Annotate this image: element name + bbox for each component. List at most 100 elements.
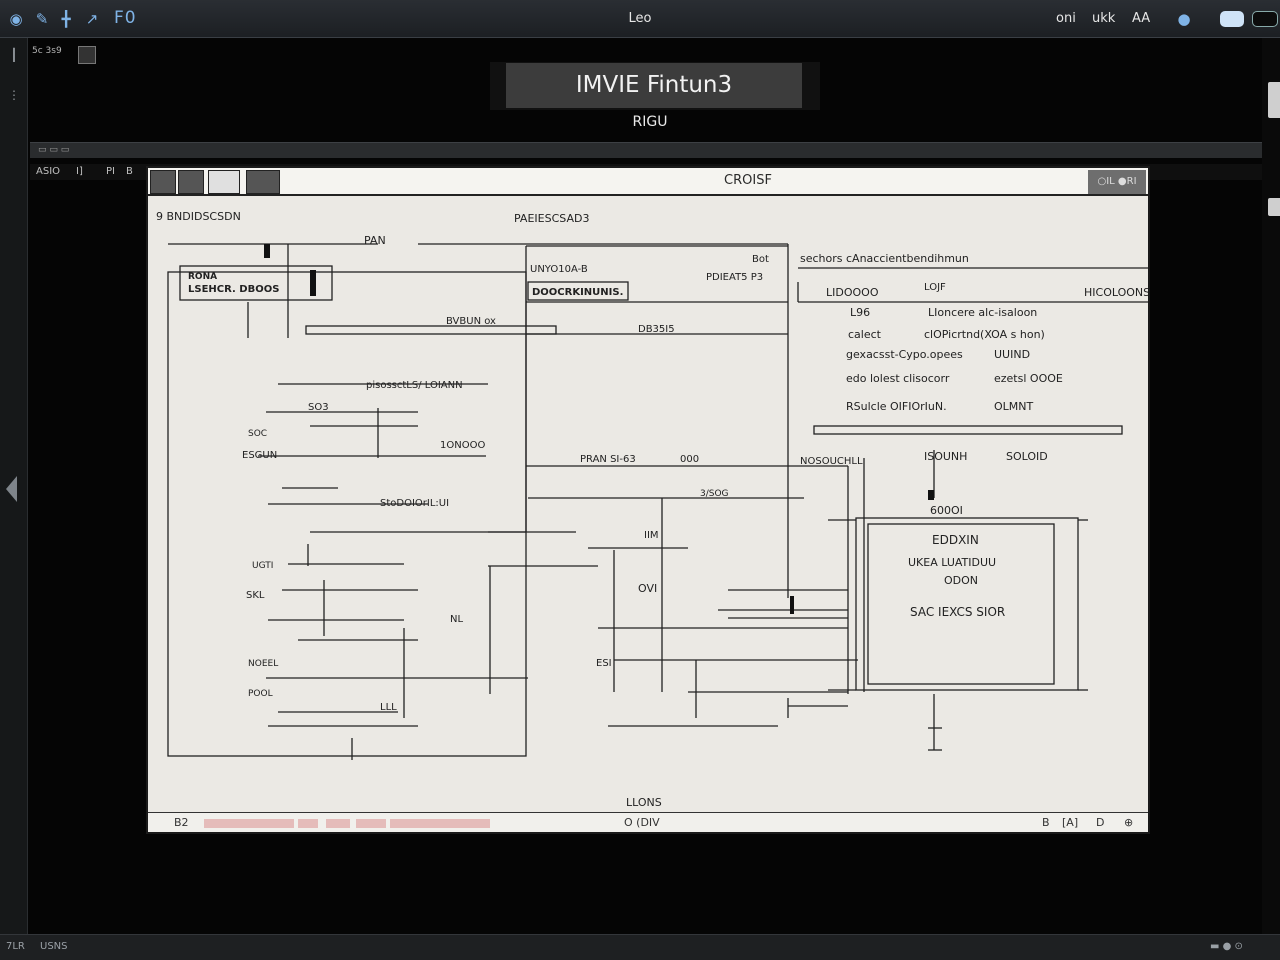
thumbnail-2[interactable] — [178, 170, 204, 194]
right-row-5-b: OLMNT — [994, 400, 1034, 413]
document-title: CROISF — [724, 173, 772, 188]
right-row-2-b: clOPicrtnd(XOA s hon) — [924, 328, 1045, 341]
status-bar: 7LR USNS ▬ ● ⊙ — [0, 934, 1280, 960]
toolbar-item-1[interactable]: I] — [76, 166, 83, 177]
diagram-right-label-7: IIM — [644, 530, 659, 541]
thumbnail-3[interactable] — [208, 170, 240, 194]
right-row-3-a: gexacsst-Cypo.opees — [846, 348, 963, 361]
page-strip-1[interactable] — [204, 819, 294, 828]
ladder-label-7: UGTI — [252, 561, 273, 571]
box-mid-label: DOOCRKINUNIS. — [532, 287, 623, 298]
right-row-4-a: edo lolest clisocorr — [846, 372, 950, 385]
doc-bottom-center[interactable]: O (DIV — [624, 816, 660, 829]
page-strip-2[interactable] — [298, 819, 318, 828]
right-tab-2[interactable] — [1268, 198, 1280, 216]
diagram-right-label-4: ISOUNH — [924, 450, 967, 463]
diagram-right-label-5: SOLOID — [1006, 450, 1048, 463]
box-left-line2: LSEHCR. DBOOS — [188, 284, 279, 295]
doc-bottom-right-3[interactable]: D — [1096, 816, 1105, 829]
right-row-2-a: calect — [848, 328, 882, 341]
collapse-left-icon[interactable] — [6, 476, 17, 502]
right-tab-1[interactable] — [1268, 82, 1280, 118]
doc-bottom-right-2[interactable]: [A] — [1062, 816, 1079, 829]
document-status-bar: B2 O (DIV B [A] D ⊕ — [148, 812, 1148, 832]
circuit-diagram: 9 BNDIDSCSDN PAEIESCSAD3 PAN RONA LSEHCR… — [156, 210, 1148, 809]
sidebar-tool-1-icon[interactable]: ┃ — [10, 48, 18, 62]
ladder-label-8: SKL — [246, 590, 265, 601]
field-box[interactable] — [78, 46, 96, 64]
pen-icon[interactable]: ✎ — [35, 10, 49, 28]
ruler-mark-icon: ▭ ▭ ▭ — [38, 145, 70, 155]
page-strip-3[interactable] — [326, 819, 350, 828]
right-row-4-b: ezetsl OOOE — [994, 372, 1063, 385]
right-col-2: LOJF — [924, 282, 946, 293]
diagram-label-top: PAN — [364, 234, 386, 247]
pin-icon[interactable]: ╋ — [61, 10, 71, 28]
user-icon[interactable]: ● — [1177, 10, 1191, 28]
right-menu-3[interactable]: AA — [1132, 11, 1151, 26]
big-box-line2: UKEA LUATIDUU — [908, 556, 996, 569]
status-icons: ▬ ● ⊙ — [1210, 941, 1243, 952]
mid-label-3: Bot — [752, 254, 769, 265]
toolbar-item-3[interactable]: B — [126, 166, 133, 177]
thumbnail-1[interactable] — [150, 170, 176, 194]
mid-label-1: UNYO10A-B — [530, 264, 588, 275]
bus-label-2: DB35I5 — [638, 324, 675, 335]
status-left: 7LR — [6, 941, 25, 952]
right-row-5-a: RSulcle OIFIOrIuN. — [846, 400, 947, 413]
ladder-label-3: 1ONOOO — [440, 440, 485, 451]
page-strip-5[interactable] — [390, 819, 490, 828]
right-table-title: sechors cAnaccientbendihmun — [800, 252, 969, 265]
zoom-in-icon[interactable]: ⊕ — [1124, 816, 1134, 829]
right-row-1-b: LIoncere alc-isaloon — [928, 306, 1037, 319]
app-logo-icon[interactable]: ◉ — [9, 10, 23, 28]
diagram-right-label-8: OVI — [638, 582, 657, 595]
doc-bottom-left[interactable]: B2 — [174, 816, 189, 829]
window-title: Leo — [628, 11, 652, 26]
right-menu-2[interactable]: ukk — [1092, 11, 1116, 26]
diagram-right-label-2: 000 — [680, 454, 699, 465]
right-col-3: HICOLOONS — [1084, 286, 1148, 299]
ladder-label-6: StoDOIOrIL:UI — [380, 498, 449, 509]
document-window: CROISF ○IL ●RI — [146, 166, 1150, 834]
box-left-line1: RONA — [188, 272, 217, 282]
ladder-label-4: ESGUN — [242, 450, 277, 461]
left-sidebar: ┃ ⋮ — [0, 38, 28, 934]
page-subtitle: RIGU — [632, 114, 668, 130]
ladder-label-10: NOEEL — [248, 659, 278, 669]
label-600: 600OI — [930, 504, 963, 517]
ladder-label-2: SO3 — [308, 402, 329, 413]
top-bar: ◉ ✎ ╋ ↗ F0 Leo oni ukk AA ● — [0, 0, 1280, 38]
document-toolbar: CROISF ○IL ●RI — [148, 168, 1148, 196]
diagram-footer: LLONS — [626, 796, 662, 809]
title-plate: IMVIE Fintun3 — [490, 62, 820, 110]
diagram-right-label-3: NOSOUCHLL — [800, 456, 863, 467]
ladder-label-12: POOL — [248, 689, 273, 699]
right-sidebar — [1262, 38, 1280, 934]
bus-label: BVBUN ox — [446, 316, 496, 327]
diagram-header-left: 9 BNDIDSCSDN — [156, 210, 241, 223]
diagram-right-label-9: ESI — [596, 658, 612, 669]
toolbar-label[interactable]: ASIO — [36, 166, 61, 177]
toolbar-item-2[interactable]: PI — [106, 166, 115, 177]
big-box-line3: ODON — [944, 574, 978, 587]
toggle-pill[interactable] — [1220, 11, 1244, 27]
shape-icon[interactable]: ↗ — [85, 10, 99, 28]
right-menu-1[interactable]: oni — [1056, 11, 1076, 26]
ruler-bar: ▭ ▭ ▭ — [30, 142, 1262, 158]
app-label[interactable]: F0 — [114, 8, 137, 28]
ladder-label-11: LLL — [380, 702, 397, 713]
diagram-right-label-6: 3/SOG — [700, 489, 729, 499]
page-title: IMVIE Fintun3 — [506, 63, 802, 108]
page-strip-4[interactable] — [356, 819, 386, 828]
sidebar-tool-2-icon[interactable]: ⋮ — [8, 88, 20, 102]
doc-bottom-right-1[interactable]: B — [1042, 816, 1050, 829]
field-label: 5c 3s9 — [32, 46, 62, 56]
window-control[interactable] — [1252, 11, 1278, 27]
thumbnail-4[interactable] — [246, 170, 280, 194]
ladder-label-5: SOC — [248, 429, 267, 439]
document-corner-button[interactable]: ○IL ●RI — [1088, 170, 1146, 194]
ladder-label-1: pisossctLS/ LOIANN — [366, 380, 463, 391]
diagram-header-center: PAEIESCSAD3 — [514, 212, 589, 225]
diagram-right-label-1: PRAN SI-63 — [580, 454, 636, 465]
